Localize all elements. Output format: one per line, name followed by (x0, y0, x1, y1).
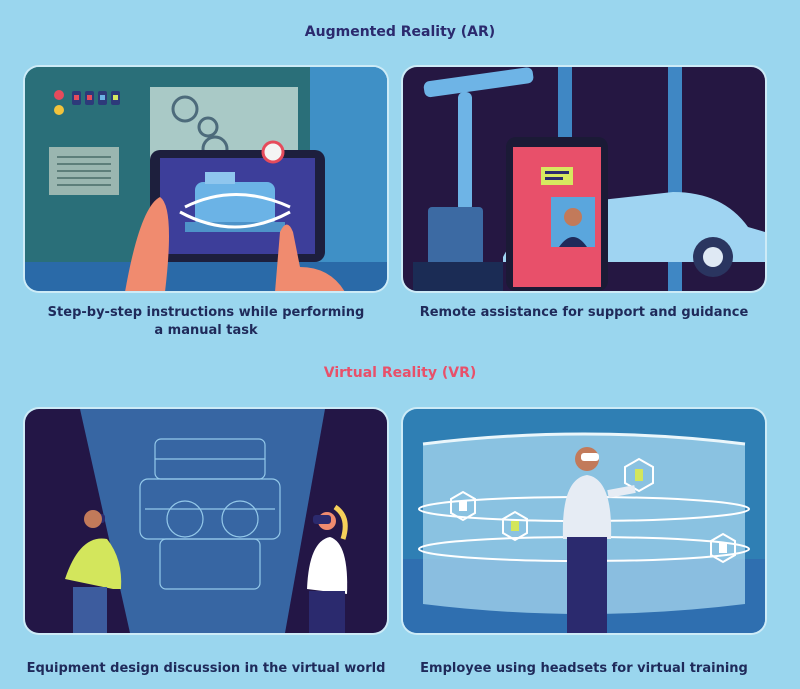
vr-card-2-caption: Employee using headsets for virtual trai… (420, 661, 748, 676)
ar-remote-assistance-illustration (403, 67, 765, 291)
ar-section-title: Augmented Reality (AR) (304, 24, 496, 40)
ar-card-1-caption: Step-by-step instructions while performi… (47, 305, 365, 338)
ar-tablet-illustration (25, 67, 387, 291)
vr-design-discussion-illustration (25, 409, 387, 633)
vr-training-illustration (403, 409, 765, 633)
ar-card-2-caption: Remote assistance for support and guidan… (419, 305, 749, 320)
vr-section-title: Virtual Reality (VR) (323, 365, 477, 381)
vr-card-1-caption: Equipment design discussion in the virtu… (26, 661, 386, 676)
